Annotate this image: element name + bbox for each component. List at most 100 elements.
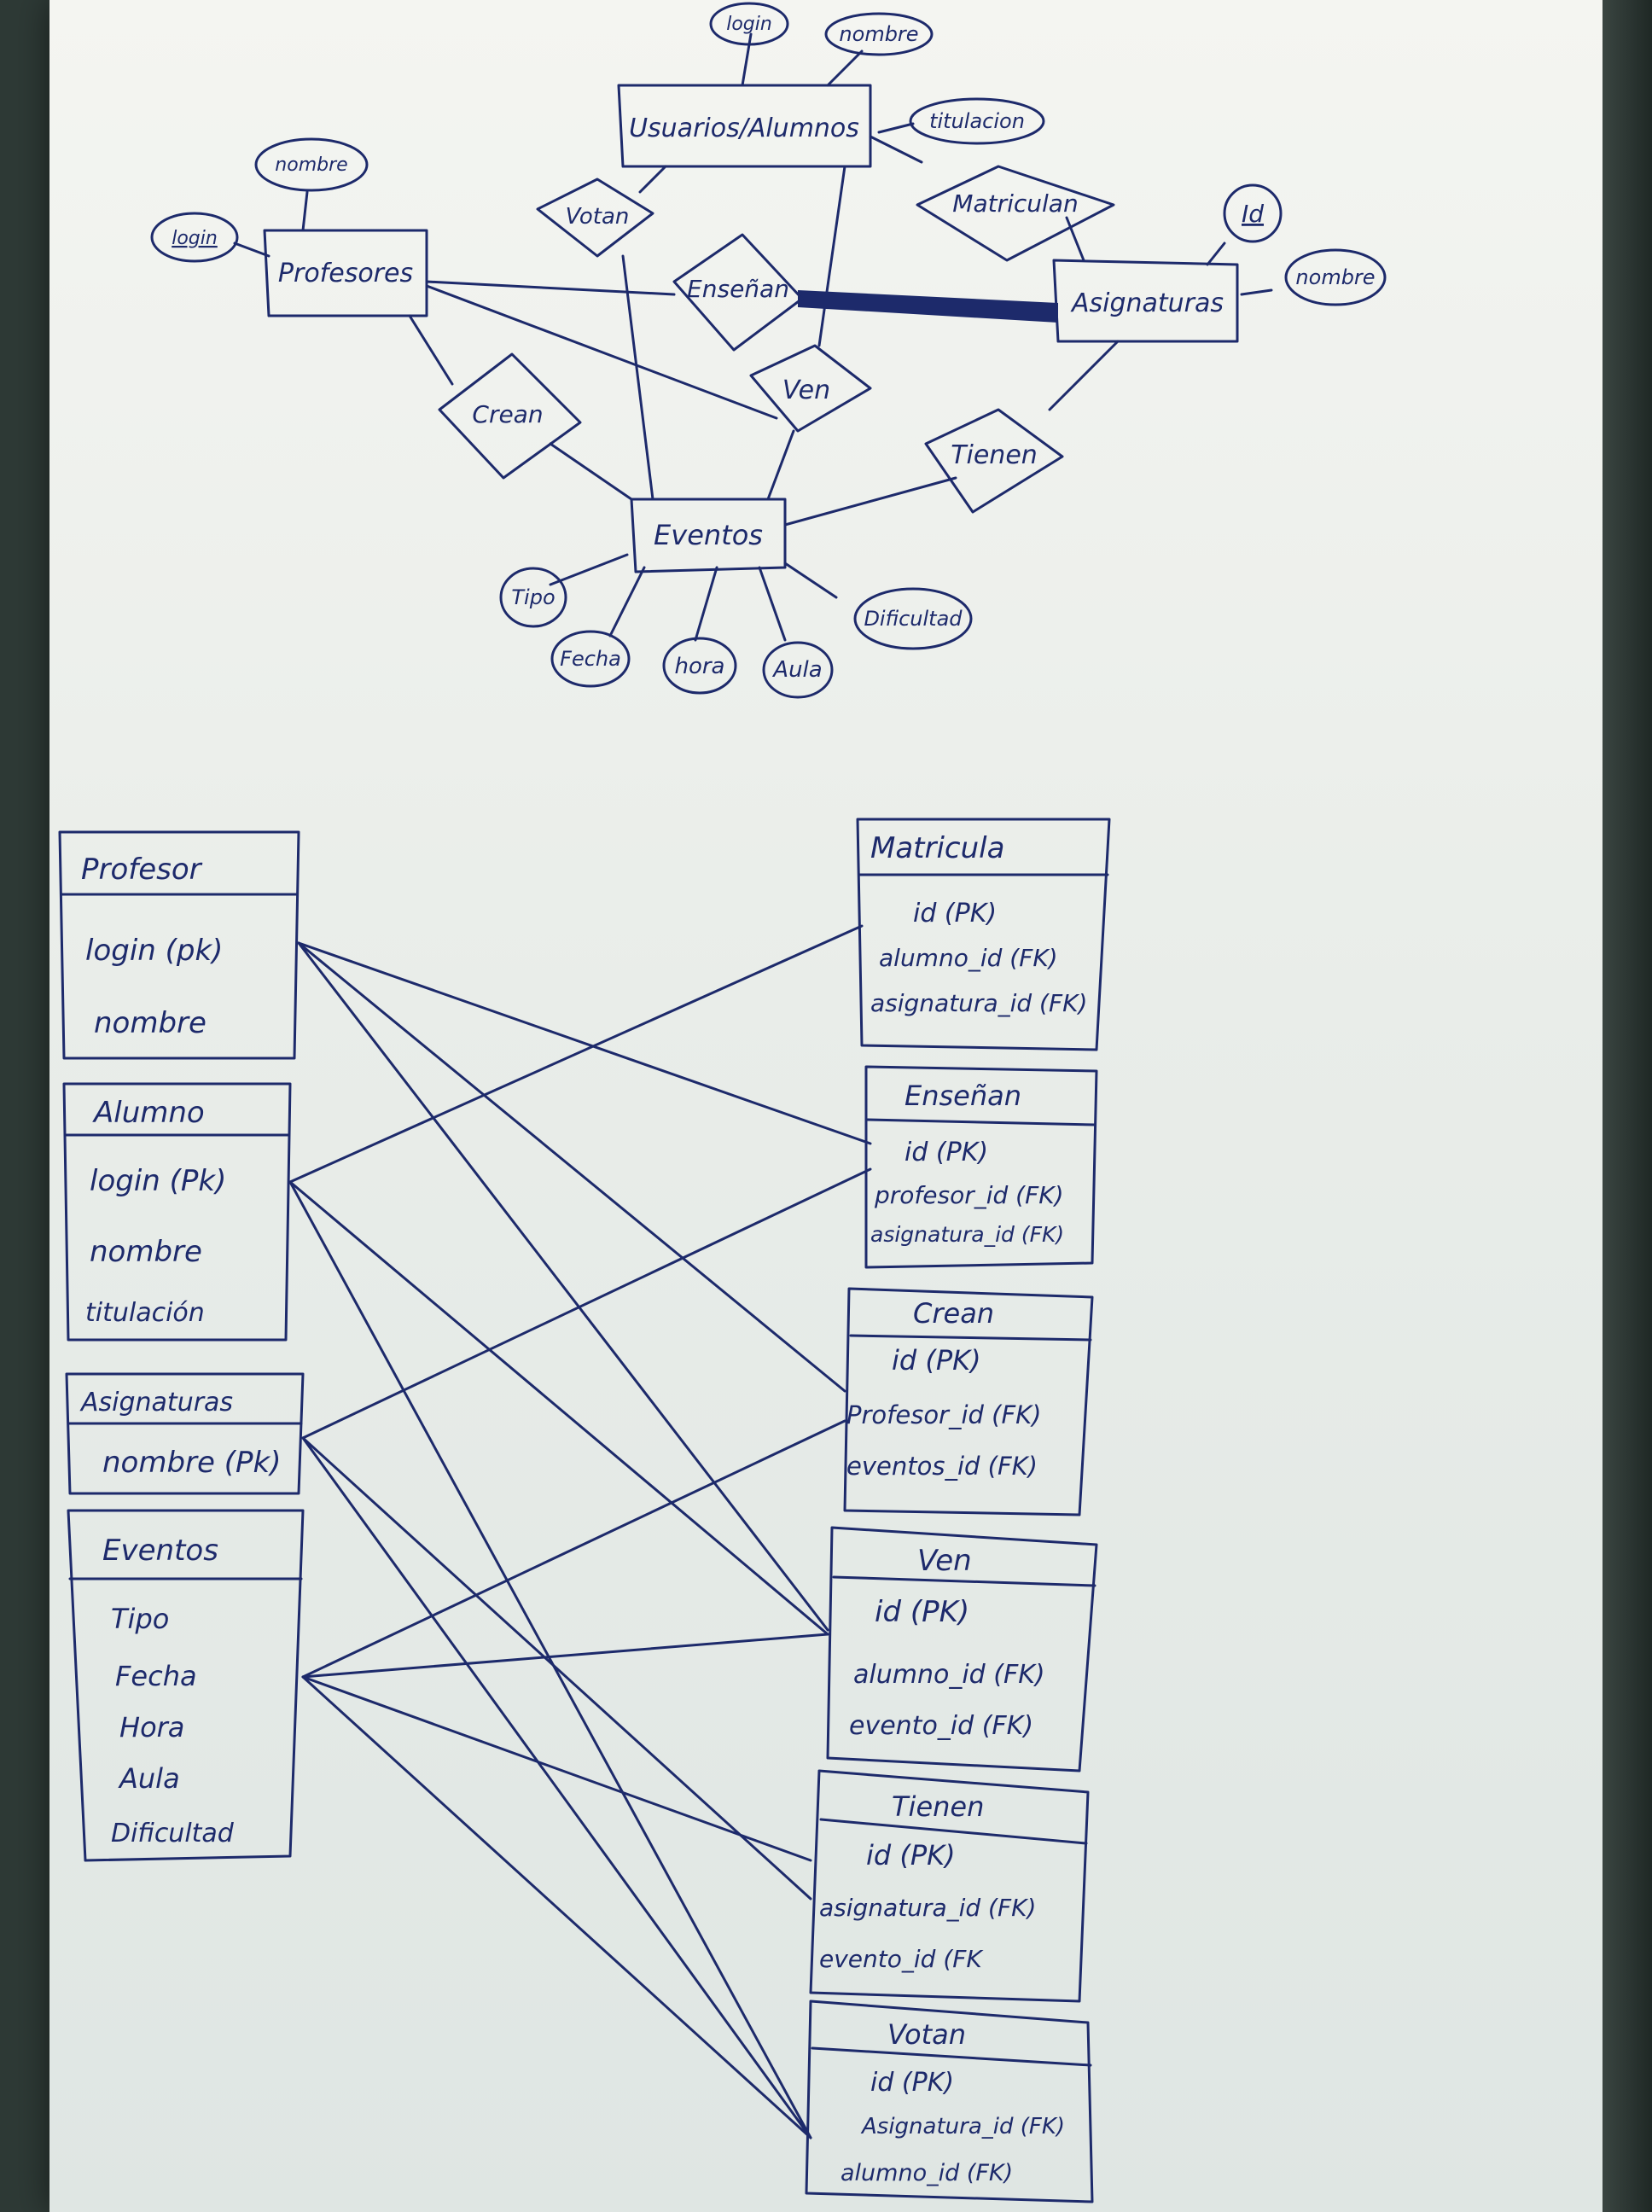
er-line [425,280,676,296]
table-crean-field: eventos_id (FK) [846,1452,1038,1481]
attribute-ev-tipo-ellipse [499,567,567,628]
fk-line [297,941,872,1145]
table-tienen-field: asignatura_id (FK) [819,1894,1036,1922]
table-matricula-box [856,818,1111,1051]
table-crean: Crean id (PK) Profesor_id (FK) eventos_i… [843,1287,1094,1516]
attribute-prof-login-ellipse [150,212,239,263]
er-connections [233,32,1273,642]
attribute-prof-login-label: login [172,228,218,249]
er-line [741,32,753,87]
attribute-asig-nombre-ellipse [1284,248,1387,306]
table-profesor-field: nombre [94,1006,206,1040]
er-line [694,566,718,642]
table-crean-divider [849,1334,1092,1342]
entity-profesores-box [263,229,428,317]
entity-profesores-label: Profesores [278,259,413,288]
attribute-ev-dificultad-label: Dificultad [864,607,963,631]
attribute-ev-aula-ellipse [762,641,834,699]
table-ven-box [826,1526,1098,1773]
er-line [549,553,629,586]
relationship-ensenan-diamond [672,233,804,352]
relationship-matriculan-label: Matriculan [952,189,1078,218]
desk-background [1603,0,1652,2212]
table-tienen-divider [819,1818,1088,1845]
table-matricula-field: alumno_id (FK) [879,944,1058,972]
er-line [1206,242,1226,266]
table-crean-field: id (PK) [892,1344,981,1377]
table-asignaturas: Asignaturas nombre (Pk) [65,1372,305,1495]
relationship-matriculan-diamond [916,165,1115,262]
relationship-ven-diamond [749,344,872,433]
fk-line [301,1436,812,1901]
attribute-ev-aula-label: Aula [771,657,822,683]
table-profesor-title: Profesor [81,853,203,887]
fk-line [301,1167,872,1440]
table-asignaturas-box [65,1372,305,1495]
table-matricula-field: asignatura_id (FK) [870,989,1087,1017]
relationship-crean-diamond [438,352,582,480]
table-eventos-field: Hora [119,1711,184,1743]
table-ensenan-field: profesor_id (FK) [874,1181,1064,1209]
table-alumno: Alumno login (Pk) nombre titulación [62,1082,292,1342]
relationship-votan-label: Votan [566,204,630,230]
er-line [1048,340,1120,411]
er-line [766,429,795,501]
table-eventos-field: Aula [118,1762,180,1795]
table-asignaturas-title: Asignaturas [79,1388,233,1417]
er-thick-line [798,290,1058,323]
attribute-asig-id-ellipse [1223,183,1283,243]
table-votan-field: id (PK) [870,2068,954,2098]
attribute-usr-login-ellipse [709,2,789,46]
table-tienen: Tienen id (PK) asignatura_id (FK) evento… [809,1769,1090,2003]
er-line [638,165,667,194]
er-line [1240,288,1273,296]
table-votan-box [805,2000,1094,2203]
table-ensenan: Enseñan id (PK) profesor_id (FK) asignat… [864,1065,1098,1269]
table-eventos-field: Fecha [115,1660,197,1692]
er-line [877,122,915,134]
table-matricula-title: Matricula [870,831,1004,865]
paper-sheet [49,0,1603,2212]
attribute-usr-nombre-label: nombre [839,22,918,46]
table-link-lines [288,924,872,2139]
attribute-ev-fecha-label: Fecha [560,647,621,671]
relational-tables: Profesor login (pk) nombre Alumno login … [58,818,1111,2203]
fk-line [288,1180,812,2139]
er-line [783,562,838,599]
table-ven-field: id (PK) [875,1595,969,1629]
table-tienen-field: id (PK) [866,1839,956,1871]
er-line [608,566,646,637]
attribute-usr-titulacion-ellipse [909,97,1045,145]
table-alumno-field: login (Pk) [90,1164,226,1198]
table-tienen-field: evento_id (FK [819,1945,984,1973]
er-line [408,314,454,386]
table-ensenan-box [864,1065,1098,1269]
fk-line [297,941,846,1393]
attribute-prof-nombre-ellipse [254,137,369,192]
er-entities: Usuarios/Alumnos Profesores Asignaturas … [263,84,1239,573]
relationship-ven-label: Ven [782,375,830,405]
table-ensenan-field: id (PK) [905,1138,988,1167]
table-ven-title: Ven [917,1544,972,1578]
attribute-prof-nombre-label: nombre [275,154,347,176]
er-line [817,165,846,347]
table-eventos-field: Dificultad [111,1819,235,1848]
attribute-ev-hora-ellipse [662,637,737,695]
table-alumno-box [62,1082,292,1342]
table-ven-divider [832,1575,1096,1587]
fk-line [301,1633,829,1679]
table-alumno-title: Alumno [92,1096,205,1130]
table-asignaturas-field: nombre (Pk) [102,1446,281,1480]
entity-asignaturas-label: Asignaturas [1070,288,1224,318]
attribute-usr-titulacion-label: titulacion [929,109,1025,133]
fk-line [301,1675,812,2139]
er-attributes: login nombre titulacion nombre login Id … [150,2,1387,699]
relationship-tienen-label: Tienen [951,440,1038,470]
fk-line [288,1180,829,1636]
attribute-asig-id-label: Id [1242,200,1264,228]
er-line [758,566,787,642]
er-relationships: Votan Matriculan Enseñan Crean Ven Tiene… [438,165,1115,514]
table-ven: Ven id (PK) alumno_id (FK) evento_id (FK… [826,1526,1098,1773]
relationship-crean-label: Crean [472,400,543,428]
fk-line [301,1419,846,1679]
